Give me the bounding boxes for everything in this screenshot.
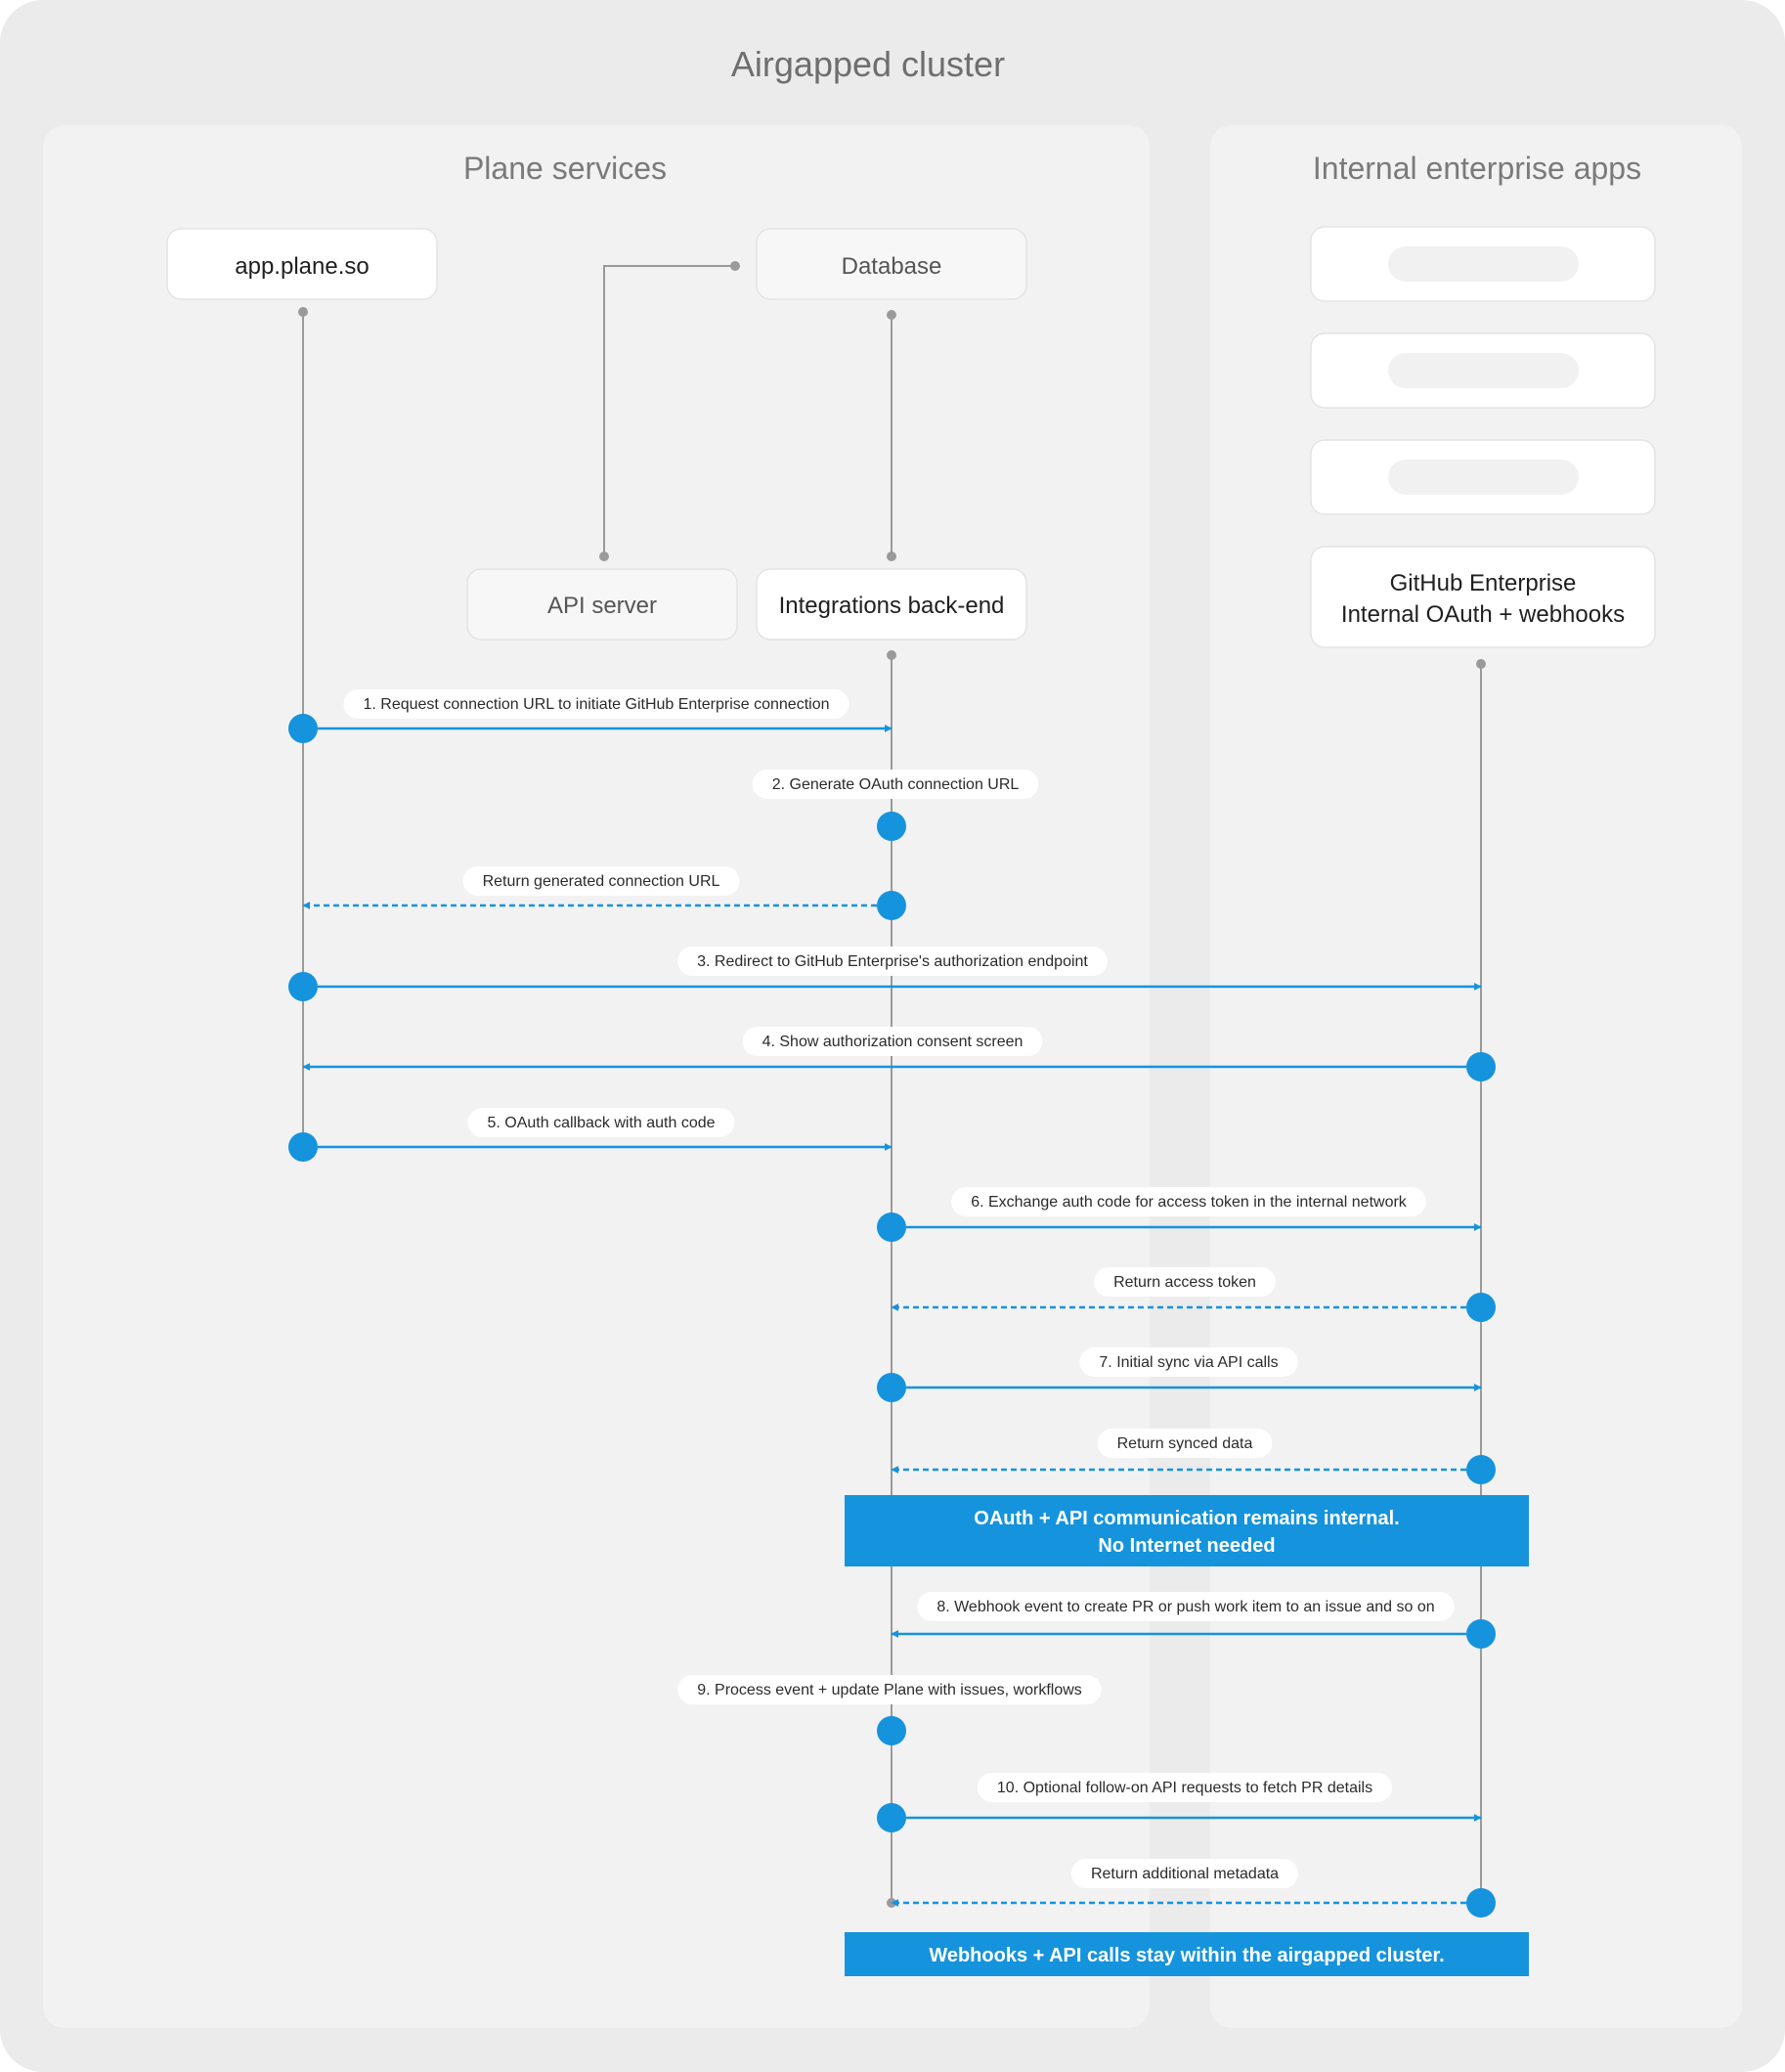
step-label: Return synced data (1117, 1435, 1253, 1452)
step-label: 3. Redirect to GitHub Enterprise's autho… (697, 953, 1088, 970)
step-node-dot (877, 1716, 906, 1745)
plane-services-panel (43, 125, 1150, 2028)
step-label: 10. Optional follow-on API requests to f… (997, 1780, 1372, 1796)
step-label: 9. Process event + update Plane with iss… (697, 1682, 1082, 1698)
step-node-dot (877, 812, 906, 841)
step-origin-dot (288, 972, 318, 1001)
message-step: 1. Request connection URL to initiate Gi… (288, 689, 892, 743)
internal-communication-banner (845, 1495, 1529, 1566)
step-label: 4. Show authorization consent screen (762, 1034, 1023, 1050)
step-label: 2. Generate OAuth connection URL (772, 776, 1020, 793)
step-label: Return generated connection URL (483, 873, 720, 890)
step-label: 8. Webhook event to create PR or push wo… (936, 1599, 1434, 1615)
step-origin-dot (1466, 1293, 1496, 1322)
message-step: Return additional metadata (891, 1859, 1496, 1918)
step-label-pill (343, 689, 849, 719)
integrations-backend-node (756, 568, 1027, 640)
message-step: 5. OAuth callback with auth code (288, 1108, 892, 1162)
lifeline-dot (887, 650, 896, 660)
internal-enterprise-apps-title: Internal enterprise apps (1313, 151, 1641, 186)
airgapped-cluster-banner (845, 1932, 1529, 1976)
api-server-node (466, 568, 738, 640)
connector-dot (887, 310, 896, 320)
step-label-pill (752, 770, 1039, 799)
placeholder-text-bar (1388, 246, 1579, 282)
step-origin-dot (1466, 1052, 1496, 1081)
message-step: Return generated connection URL (302, 866, 906, 920)
integrations-backend-label: Integrations back-end (779, 593, 1005, 619)
step-origin-dot (877, 1373, 906, 1402)
connector-dot (730, 261, 740, 271)
github-enterprise-title: GitHub Enterprise (1390, 570, 1577, 596)
step-label-pill (1070, 1859, 1299, 1888)
message-step: Return synced data (891, 1429, 1496, 1484)
step-label-pill (462, 866, 740, 896)
message-step: 9. Process event + update Plane with iss… (677, 1675, 1102, 1745)
app-plane-node (166, 228, 438, 300)
step-label: 1. Request connection URL to initiate Gi… (363, 696, 829, 713)
api-server-label: API server (547, 593, 657, 619)
connector-dot (599, 551, 609, 561)
lifeline-dot (298, 307, 308, 317)
step-label: Return access token (1113, 1274, 1256, 1291)
connector-dot (887, 551, 896, 561)
step-label-pill (1094, 1267, 1276, 1297)
step-label: 7. Initial sync via API calls (1099, 1354, 1278, 1371)
step-origin-dot (877, 1212, 906, 1242)
step-label-pill (1079, 1347, 1298, 1377)
step-label: 5. OAuth callback with auth code (487, 1115, 715, 1131)
banner-line: Webhooks + API calls stay within the air… (929, 1945, 1444, 1966)
step-label-pill (977, 1773, 1393, 1802)
step-origin-dot (877, 1803, 906, 1832)
step-label: Return additional metadata (1091, 1866, 1279, 1882)
step-label-pill (1097, 1429, 1273, 1458)
step-origin-dot (1466, 1888, 1496, 1918)
app-plane-label: app.plane.so (235, 253, 369, 280)
step-origin-dot (288, 1132, 318, 1162)
message-step: 7. Initial sync via API calls (877, 1347, 1482, 1402)
plane-services-title: Plane services (463, 151, 667, 186)
database-node (756, 228, 1027, 300)
api-server-to-database-connector (603, 265, 735, 556)
banner-line: OAuth + API communication remains intern… (974, 1508, 1399, 1529)
lifeline-dot (1476, 659, 1486, 669)
placeholder-text-bar (1388, 460, 1579, 495)
message-step: 4. Show authorization consent screen (302, 1027, 1496, 1081)
step-origin-dot (1466, 1455, 1496, 1484)
step-label-pill (951, 1187, 1426, 1216)
message-step: Return access token (891, 1267, 1496, 1322)
step-label-pill (467, 1108, 735, 1137)
placeholder-text-bar (1388, 353, 1579, 388)
github-enterprise-subtitle: Internal OAuth + webhooks (1341, 601, 1625, 628)
banner-line: No Internet needed (1098, 1535, 1275, 1557)
message-step: 6. Exchange auth code for access token i… (877, 1187, 1482, 1242)
step-label-pill (742, 1027, 1043, 1056)
step-label-pill (917, 1592, 1455, 1621)
message-step: 3. Redirect to GitHub Enterprise's autho… (288, 947, 1482, 1001)
step-origin-dot (877, 891, 906, 920)
step-origin-dot (288, 714, 318, 743)
step-origin-dot (1466, 1619, 1496, 1649)
github-enterprise-node (1310, 546, 1656, 648)
step-label-pill (677, 947, 1108, 976)
message-step: 10. Optional follow-on API requests to f… (877, 1773, 1482, 1832)
message-steps: 1. Request connection URL to initiate Gi… (288, 689, 1496, 1918)
message-step: 8. Webhook event to create PR or push wo… (891, 1592, 1496, 1649)
cluster-title: Airgapped cluster (731, 44, 1005, 84)
database-label: Database (842, 253, 942, 280)
step-label: 6. Exchange auth code for access token i… (971, 1194, 1408, 1211)
step-label-pill (677, 1675, 1102, 1704)
message-step: 2. Generate OAuth connection URL (752, 770, 1039, 841)
